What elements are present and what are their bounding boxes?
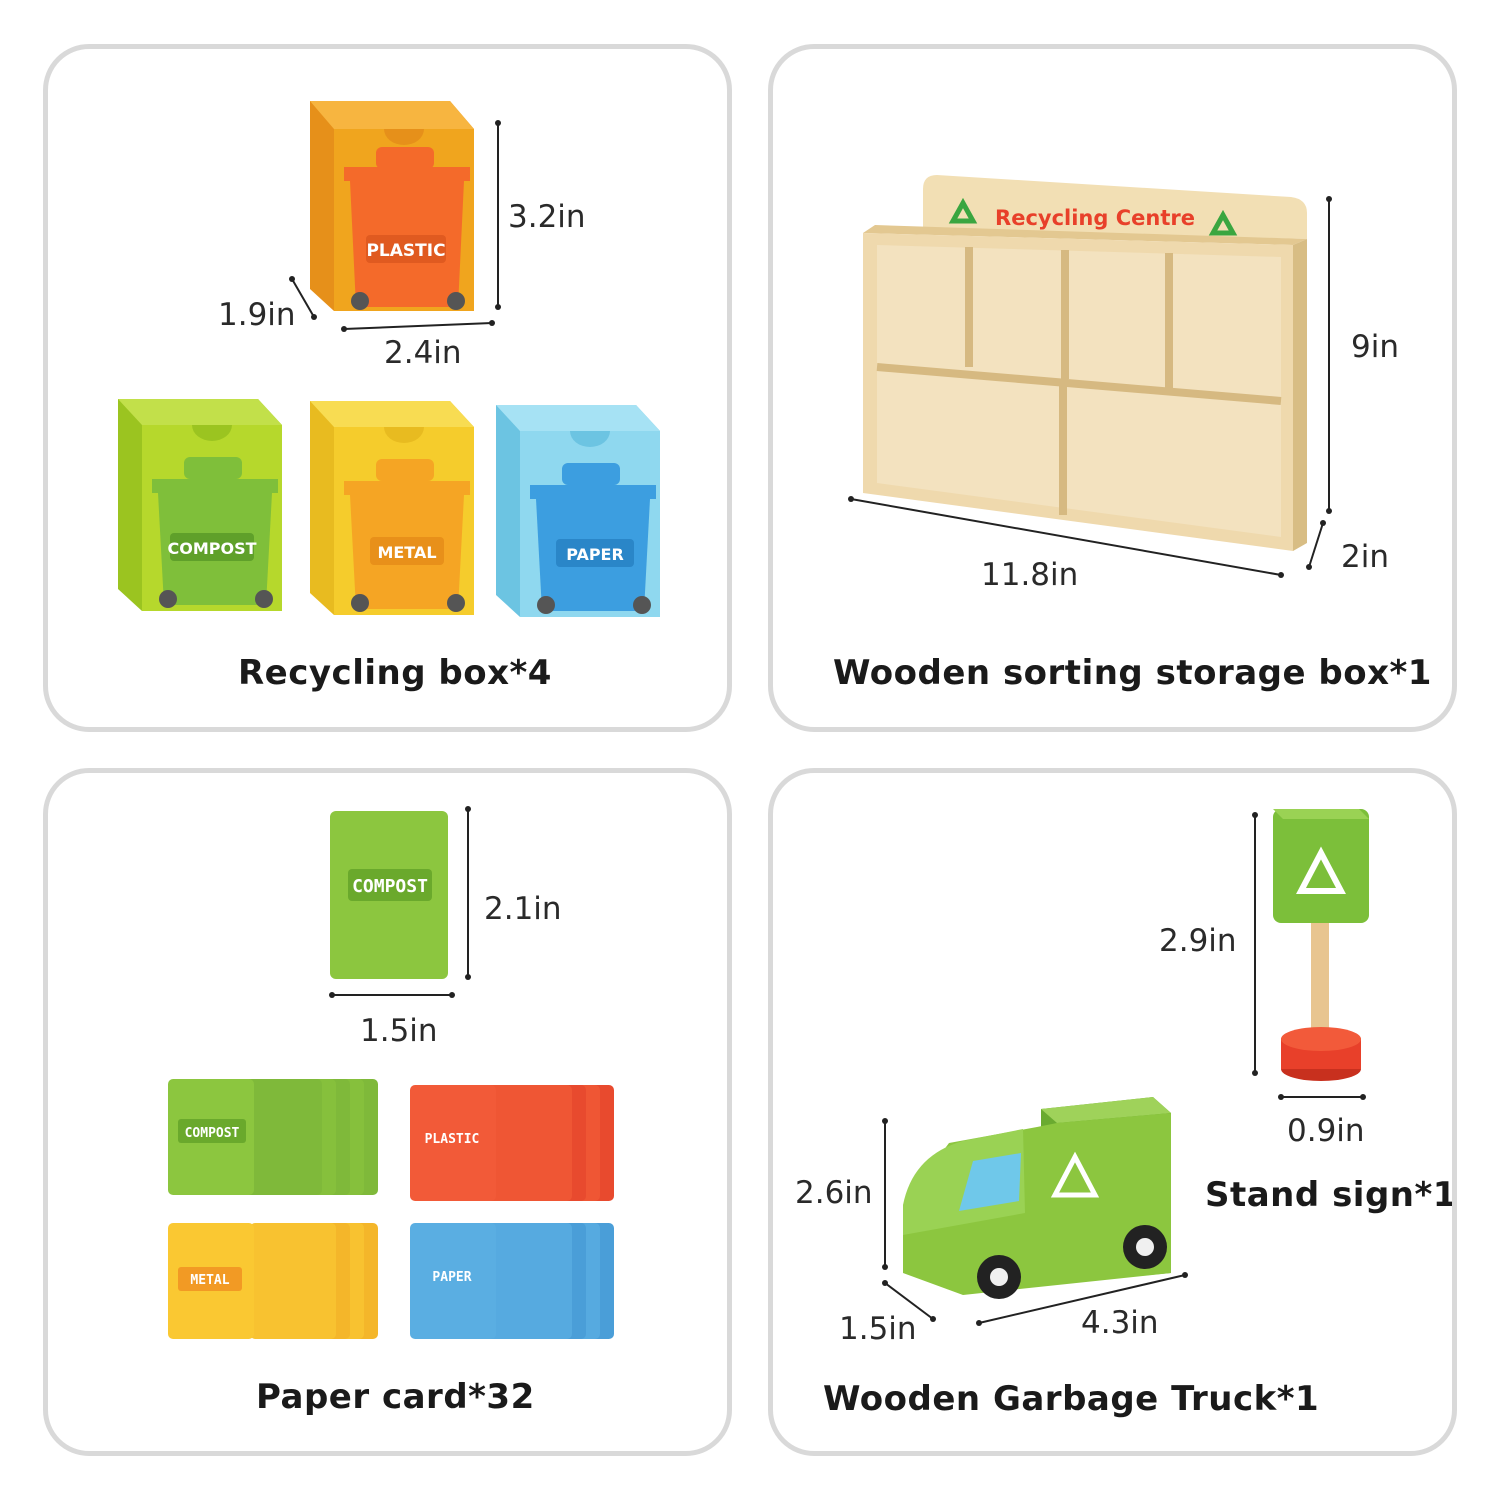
- stand-sign: [1273, 809, 1369, 1081]
- paper-bin-box: PAPER: [496, 405, 660, 617]
- plastic-card-stack: PLASTIC: [410, 1085, 614, 1201]
- sample-card-label: COMPOST: [352, 876, 428, 897]
- trash-bin-icon: [344, 459, 470, 612]
- truck-length-dimension: 4.3in: [1081, 1305, 1159, 1341]
- caption-recycling-box: Recycling box*4: [238, 653, 552, 693]
- metal-bin-box: METAL: [310, 401, 474, 615]
- paper-cards-illustration: COMPOST COMPOST PLASTIC: [168, 806, 614, 1339]
- sign-width-dimension: 0.9in: [1287, 1113, 1365, 1149]
- recycling-centre-text: Recycling Centre: [995, 206, 1195, 230]
- compost-label: COMPOST: [167, 539, 256, 558]
- svg-text:PAPER: PAPER: [432, 1270, 471, 1285]
- trash-bin-icon: [344, 147, 470, 310]
- width-dimension: 11.8in: [981, 557, 1079, 593]
- truck-and-sign-illustration: [882, 809, 1369, 1326]
- metal-card-stack: METAL: [168, 1223, 378, 1339]
- width-dimension: 1.5in: [360, 1013, 438, 1049]
- svg-text:METAL: METAL: [190, 1273, 229, 1288]
- svg-text:PLASTIC: PLASTIC: [425, 1132, 480, 1147]
- depth-dimension: 1.9in: [218, 297, 296, 333]
- compost-bin-box: COMPOST: [118, 399, 282, 611]
- height-dimension: 9in: [1351, 329, 1399, 365]
- trash-bin-icon: [152, 457, 278, 608]
- caption-stand-sign: Stand sign*1: [1205, 1175, 1457, 1215]
- svg-text:COMPOST: COMPOST: [185, 1126, 240, 1141]
- caption-truck: Wooden Garbage Truck*1: [823, 1379, 1320, 1419]
- panel-storage-box: Recycling Centre 9in 11.8in 2in Wooden s…: [768, 44, 1457, 732]
- paper-label: PAPER: [566, 545, 624, 564]
- sign-height-dimension: 2.9in: [1159, 923, 1237, 959]
- depth-dimension: 2in: [1341, 539, 1389, 575]
- caption-paper-card: Paper card*32: [256, 1377, 535, 1417]
- paper-card-stack: PAPER: [410, 1223, 614, 1339]
- height-dimension: 2.1in: [484, 891, 562, 927]
- truck-depth-dimension: 1.5in: [839, 1311, 917, 1347]
- compost-card-stack: COMPOST: [168, 1079, 378, 1195]
- panel-truck-and-sign: 2.9in 0.9in Stand sign*1 2.6in 1.5in 4.3…: [768, 768, 1457, 1456]
- plastic-bin-box: PLASTIC: [310, 101, 474, 311]
- recycle-icon: [948, 197, 978, 224]
- recycle-icon: [1050, 1151, 1100, 1198]
- garbage-truck: [903, 1097, 1171, 1299]
- plastic-label: PLASTIC: [366, 241, 445, 261]
- truck-height-dimension: 2.6in: [795, 1175, 873, 1211]
- recycling-bins-illustration: PLASTIC COMPOST: [118, 101, 660, 617]
- recycle-icon: [1296, 846, 1346, 894]
- width-dimension: 2.4in: [384, 335, 462, 371]
- truck-window: [959, 1153, 1021, 1211]
- recycle-icon: [1208, 209, 1238, 236]
- height-dimension: 3.2in: [508, 199, 586, 235]
- caption-storage-box: Wooden sorting storage box*1: [833, 653, 1432, 693]
- storage-box-illustration: Recycling Centre: [848, 175, 1332, 578]
- panel-recycling-box: PLASTIC COMPOST: [43, 44, 732, 732]
- trash-bin-icon: [530, 463, 656, 614]
- sign-board: [923, 175, 1307, 239]
- metal-label: METAL: [377, 543, 436, 562]
- panel-paper-card: COMPOST COMPOST PLASTIC: [43, 768, 732, 1456]
